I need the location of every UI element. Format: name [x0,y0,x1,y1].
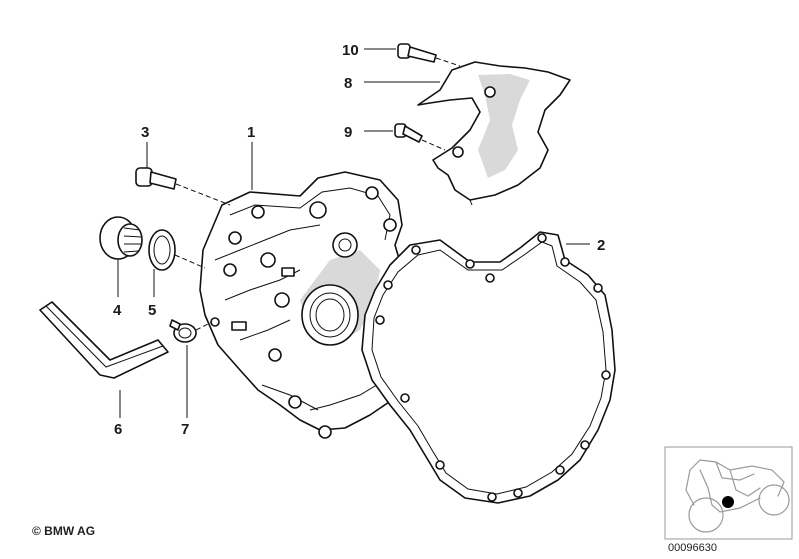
shield-cover-part-8 [417,61,571,206]
bolt-part-3 [135,167,177,190]
callout-labels: 10 8 9 1 3 2 4 5 6 7 [113,42,605,438]
callout-5: 5 [148,302,156,319]
callout-3: 3 [141,124,149,141]
callout-1: 1 [247,124,255,141]
copyright-text: © BMW AG [32,524,96,538]
image-number: 00096630 [668,542,717,554]
motorcycle-location-inset [664,446,793,540]
gasket-part-2 [361,231,616,504]
callout-2: 2 [597,237,605,254]
plug-part-4 [99,216,143,260]
seal-ring-part-5 [148,229,176,271]
hose-part-6 [39,301,169,379]
bolt-part-9 [394,123,423,143]
callout-9: 9 [344,124,352,141]
callout-8: 8 [344,75,352,92]
hose-clamp-part-7 [169,319,197,343]
location-marker-dot [722,496,734,508]
bolt-part-10 [397,43,437,63]
leader-lines [117,48,590,418]
callout-7: 7 [181,421,189,438]
callout-10: 10 [342,42,359,59]
callout-6: 6 [114,421,122,438]
callout-4: 4 [113,302,122,319]
